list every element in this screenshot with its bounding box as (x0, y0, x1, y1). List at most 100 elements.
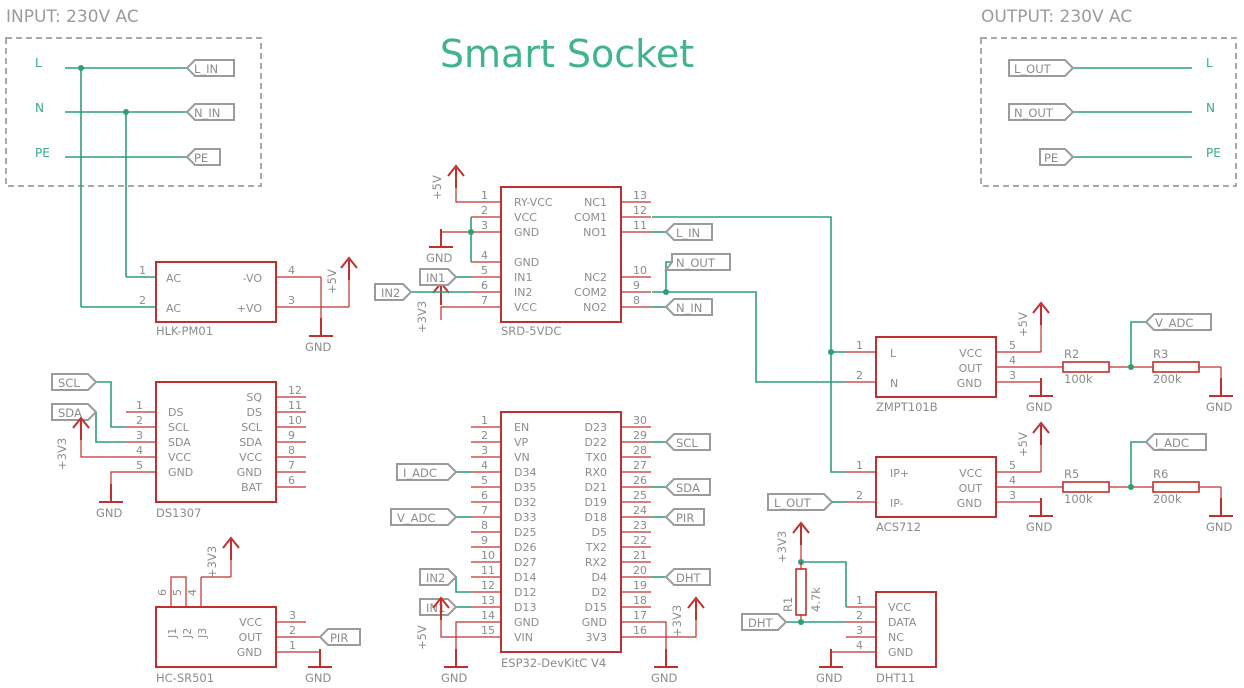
net-label-pir-esp: PIR (664, 508, 705, 526)
svg-text:1: 1 (856, 339, 863, 352)
pin-name: D35 (514, 481, 536, 494)
pin-number: 6 (288, 474, 295, 487)
svg-text:GND: GND (651, 671, 678, 685)
net-label-n-out-relay: N_OUT (664, 253, 731, 271)
esp32-module: 1EN30D232VP29D223VN28TX04D3427RX05D3526D… (390, 411, 711, 685)
r6-name: R6 (1153, 467, 1168, 481)
dht11-module: VCC DATA NC GND 1 2 3 4 DHT11 GND +3V3 R… (741, 522, 937, 685)
svg-text:AC: AC (166, 272, 181, 285)
pin-number: 1 (136, 399, 143, 412)
pin-number: 12 (481, 579, 495, 592)
svg-text:5: 5 (1009, 459, 1016, 472)
pin-number: 11 (481, 564, 495, 577)
svg-text:+3V3: +3V3 (55, 438, 69, 470)
pin-name: TX2 (585, 541, 607, 554)
pin-number: 4 (481, 459, 488, 472)
r5-value: 100k (1064, 492, 1093, 506)
pin-number: 7 (481, 504, 488, 517)
pin-name: DS (168, 406, 183, 419)
svg-text:+VO: +VO (237, 302, 263, 315)
input-line-l: L (35, 56, 42, 70)
net-label-in2-relay: IN2 (374, 283, 413, 301)
pin-number: 9 (633, 279, 640, 292)
svg-text:+3V3: +3V3 (205, 546, 219, 578)
module-name: SRD-5VDC (501, 324, 561, 338)
svg-text:AC: AC (166, 302, 181, 315)
pin-name: D32 (514, 496, 536, 509)
svg-text:OUT: OUT (959, 482, 983, 495)
zmpt-divider: GND R2 100k R3 200k V_ADC (1062, 313, 1234, 414)
r2-name: R2 (1064, 347, 1079, 361)
r3-value: 200k (1153, 372, 1182, 386)
r2-value: 100k (1064, 372, 1093, 386)
net-label-l-in-relay: L_IN (664, 223, 713, 241)
pin-name: NO1 (583, 226, 607, 239)
r6-value: 200k (1153, 492, 1182, 506)
net-label-dht-esp: DHT (664, 568, 711, 586)
svg-text:GND: GND (957, 497, 982, 510)
svg-text:+5V: +5V (415, 625, 429, 650)
svg-text:IN2: IN2 (381, 286, 400, 300)
input-frame-title: INPUT: 230V AC (6, 7, 139, 27)
svg-text:L_OUT: L_OUT (1014, 62, 1052, 76)
net-label-v-adc-esp: V_ADC (390, 508, 458, 526)
pin-number: 26 (633, 474, 647, 487)
net-label-i-adc: I_ADC (1144, 433, 1207, 451)
svg-text:ACS712: ACS712 (876, 520, 921, 534)
net-label-i-adc-esp: I_ADC (396, 463, 458, 481)
hlk-pm01-module: 1 2 AC AC -VO +VO 4 3 GND +5V HLK-PM01 (80, 68, 358, 354)
svg-text:GND: GND (426, 251, 453, 265)
svg-text:2: 2 (856, 369, 863, 382)
svg-text:+5V: +5V (325, 269, 339, 294)
pin-number: 2 (136, 414, 143, 427)
svg-text:N_OUT: N_OUT (676, 256, 716, 270)
pin-name: GND (514, 616, 539, 629)
svg-text:IP-: IP- (890, 497, 904, 510)
pin-name: NC1 (584, 196, 607, 209)
svg-text:N: N (890, 377, 898, 390)
pin-name: D14 (514, 571, 536, 584)
net-label-l-in: L_IN (185, 59, 235, 77)
pin-name: GND (514, 226, 539, 239)
pin-number: 15 (481, 624, 495, 637)
module-name: DS1307 (156, 506, 201, 520)
pin-number: 1 (481, 414, 488, 427)
net-label-dht: DHT (741, 613, 788, 631)
zmpt101b-module: L N VCC OUT GND 1 2 5 4 3 +5V GND ZMPT10… (846, 302, 1063, 414)
svg-text:DHT: DHT (676, 571, 702, 585)
pin-number: 8 (288, 444, 295, 457)
svg-text:L_OUT: L_OUT (774, 496, 812, 510)
output-frame: OUTPUT: 230V AC L N PE L_OUT N_OUT PE (980, 7, 1237, 187)
pin-number: 5 (136, 459, 143, 472)
svg-text:N_IN: N_IN (676, 301, 702, 315)
pin-name: D15 (585, 601, 607, 614)
pin-name: VP (514, 436, 529, 449)
pin-number: 17 (633, 609, 647, 622)
svg-text:-VO: -VO (243, 272, 263, 285)
svg-text:5: 5 (1009, 339, 1016, 352)
pin-name: D12 (514, 586, 536, 599)
pin-number: 7 (288, 459, 295, 472)
svg-text:3: 3 (1009, 489, 1016, 502)
pin-name: GND (514, 256, 539, 269)
pin-number: 10 (633, 264, 647, 277)
pin-name: SQ (246, 391, 262, 404)
pin-number: 12 (633, 204, 647, 217)
svg-text:N_OUT: N_OUT (1014, 106, 1054, 120)
schematic-title: Smart Socket (440, 32, 694, 76)
hcsr501-module: +3V3 6 5 4 J1 J2 J3 VCC OUT GND 3 2 1 GN… (155, 537, 361, 685)
pin-name: NC2 (584, 271, 607, 284)
pin-number: 14 (481, 609, 495, 622)
svg-text:HLK-PM01: HLK-PM01 (156, 324, 213, 338)
svg-text:GND: GND (1206, 400, 1233, 414)
svg-text:4: 4 (186, 589, 199, 596)
pin-name: SCL (241, 421, 263, 434)
svg-text:2: 2 (289, 624, 296, 637)
svg-text:GND: GND (441, 671, 468, 685)
svg-text:GND: GND (957, 377, 982, 390)
pin-number: 3 (136, 429, 143, 442)
pin-name: RY-VCC (514, 196, 553, 209)
pin-number: 1 (481, 189, 488, 202)
pin-name: BAT (241, 481, 262, 494)
